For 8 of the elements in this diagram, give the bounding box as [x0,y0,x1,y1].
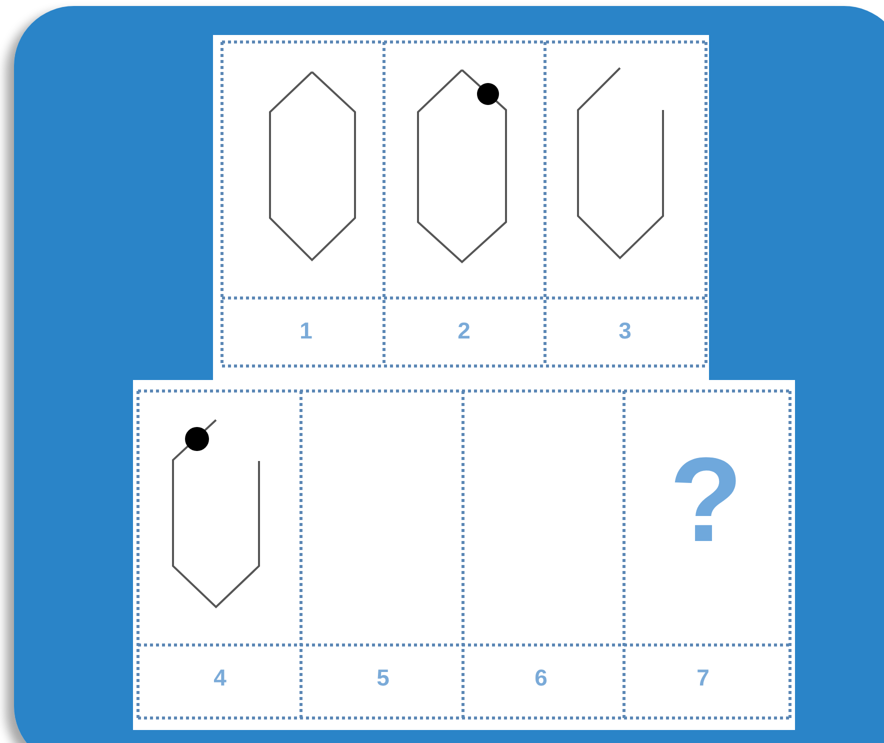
cell-number: 7 [696,666,710,690]
cell-number: 2 [458,320,470,342]
cell-number: 6 [534,666,548,690]
cell-number: 5 [376,666,390,690]
cell-number: 4 [214,666,226,690]
question-mark: ? [669,440,743,560]
cell-number: 3 [618,320,632,342]
cell-number: 1 [300,320,312,342]
